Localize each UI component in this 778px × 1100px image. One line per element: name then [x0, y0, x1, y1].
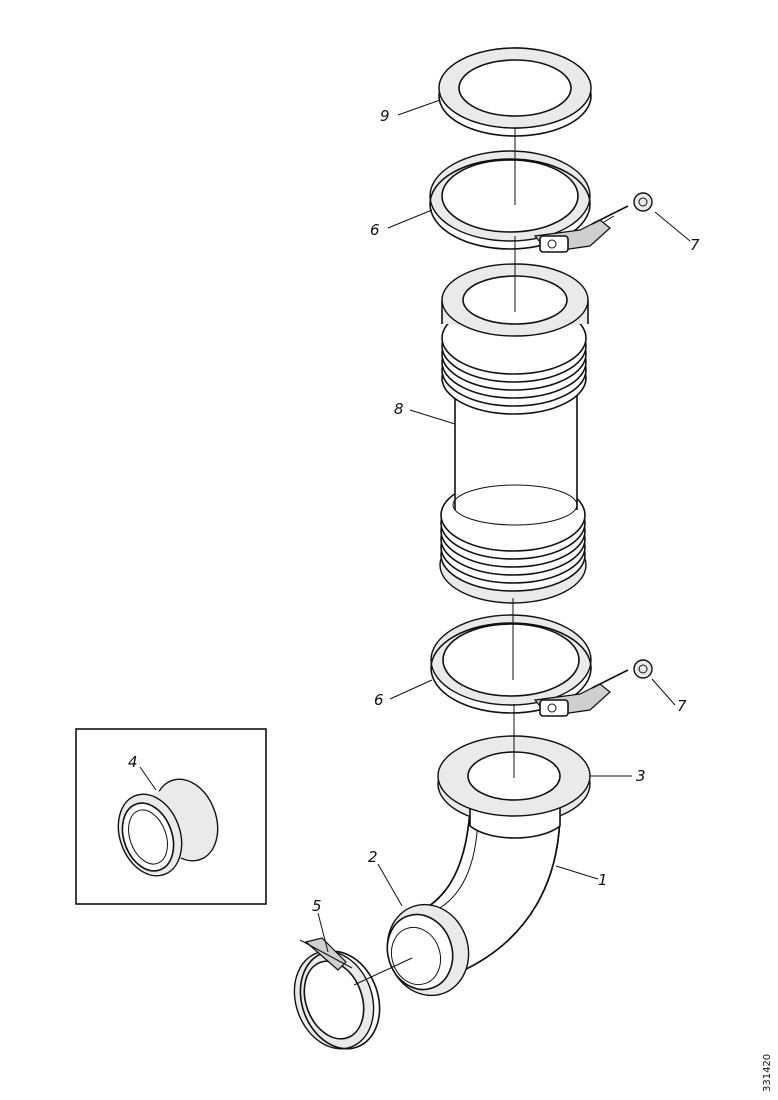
- part-2-collar: [386, 903, 470, 997]
- callout-labels: 9 6 7 8 6 7 3 1 2 5 4: [128, 107, 700, 915]
- part-6-clamp-upper: [429, 150, 629, 253]
- leader-lines: [139, 99, 691, 953]
- part-7-nut-upper: [633, 192, 653, 212]
- callout-9: 9: [380, 107, 390, 125]
- inset-box: [75, 728, 267, 905]
- callout-3: 3: [636, 767, 646, 785]
- document-number: 331420: [762, 1054, 773, 1092]
- callout-2: 2: [368, 848, 378, 866]
- part-9-seal-ring: [438, 47, 592, 137]
- part-5-hose-clamp: [293, 937, 381, 1050]
- callout-1: 1: [598, 871, 608, 889]
- callout-7-lower: 7: [677, 697, 687, 715]
- part-4-plug: [117, 778, 219, 877]
- part-7-nut-lower: [633, 659, 653, 679]
- part-6-clamp-lower: [430, 614, 629, 717]
- callout-5: 5: [312, 897, 322, 915]
- callout-6-lower: 6: [374, 691, 384, 709]
- part-8-flex-pipe: [439, 263, 589, 604]
- callout-8: 8: [394, 400, 404, 418]
- assembly-centerlines: [353, 128, 516, 986]
- callout-6-upper: 6: [370, 221, 380, 239]
- callout-4: 4: [128, 753, 138, 771]
- callout-7-upper: 7: [690, 236, 700, 254]
